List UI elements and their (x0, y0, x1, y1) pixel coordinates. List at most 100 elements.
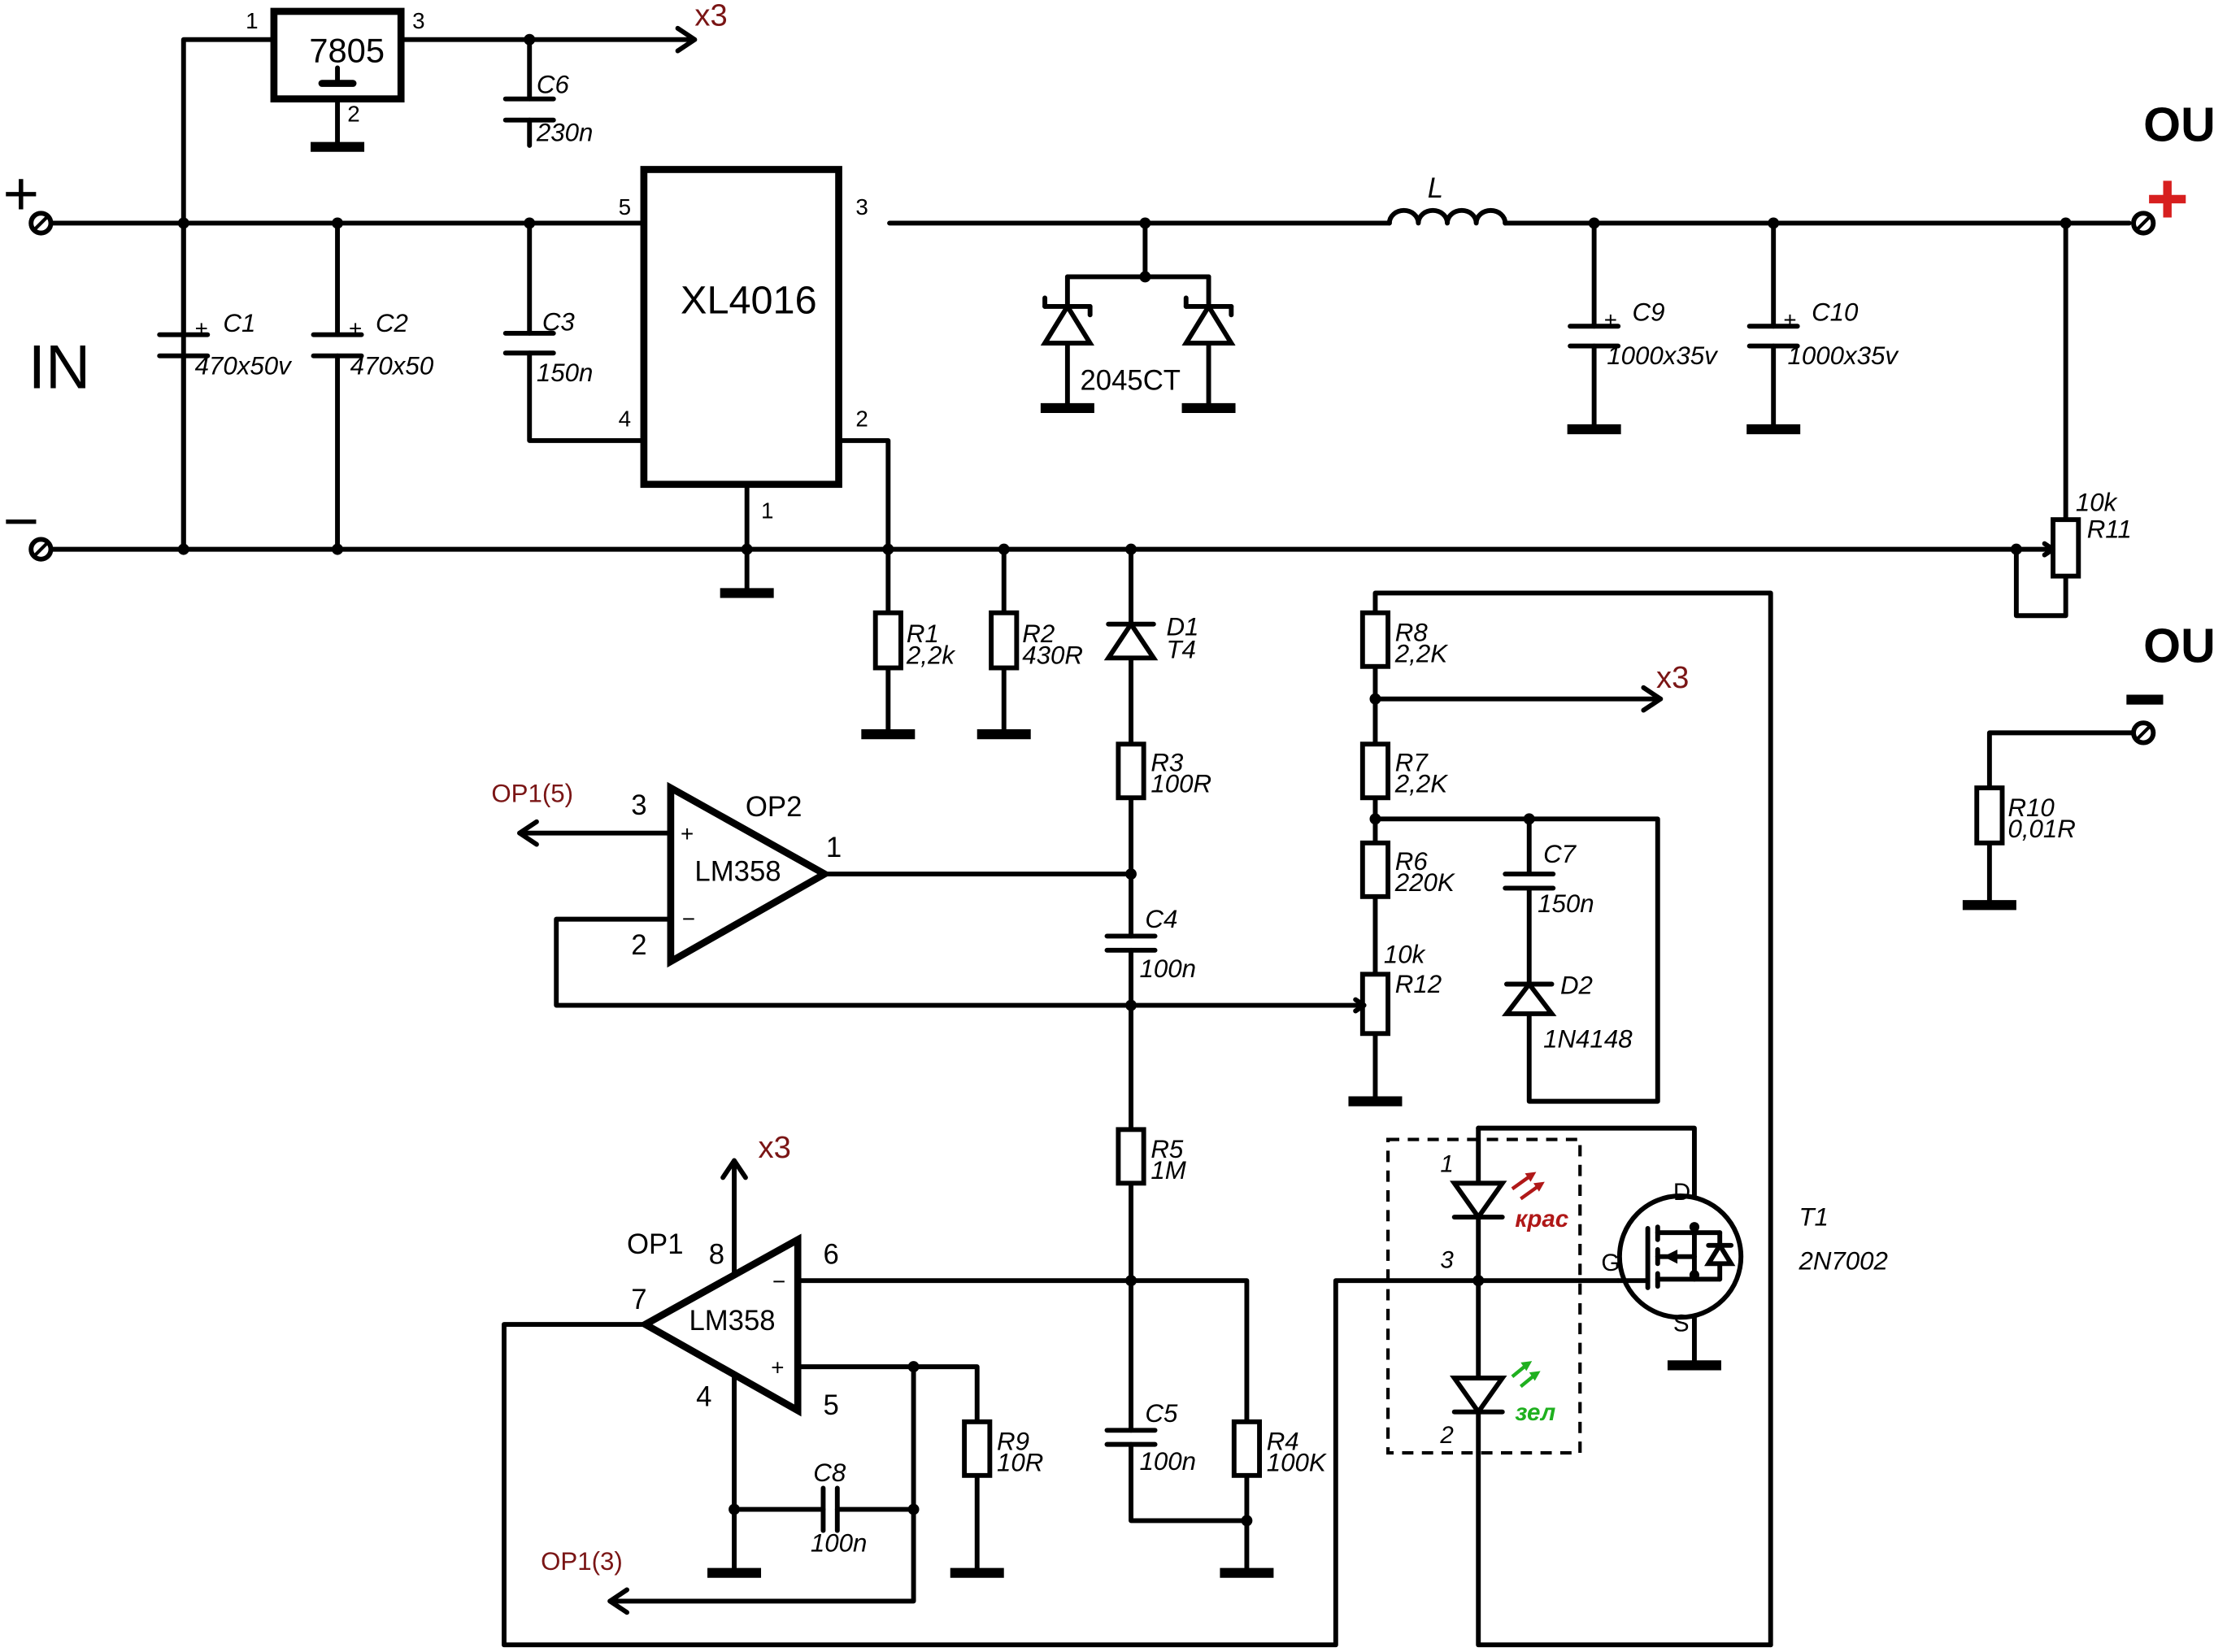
net-x3-op1: x3 (759, 1130, 791, 1165)
opamp-op2: LM358 + − OP2 3 2 1 OP1(5) (491, 779, 842, 968)
op1-part: LM358 (689, 1306, 775, 1337)
r8-value: 2,2K (1394, 640, 1448, 668)
buck-pin4: 4 (619, 406, 631, 432)
r10-ref: R10 (2007, 793, 2055, 822)
t1-source-label: S (1673, 1311, 1690, 1337)
capacitor-c9: + C9 1000x35v (1568, 298, 1719, 370)
capacitor-c5: C5 100n (1104, 1399, 1196, 1476)
op1-name: OP1 (627, 1229, 683, 1260)
r2-ref: R2 (1022, 620, 1055, 648)
wires (48, 25, 2138, 1648)
regulator-pin3: 3 (412, 8, 424, 33)
capacitor-c10: + C10 1000x35v (1746, 298, 1900, 370)
capacitor-c6: C6 230n (502, 71, 593, 147)
opamp-op1: LM358 − + OP1 8 6 7 4 5 OP1(3) (541, 1229, 839, 1576)
resistor-r10: R10 0,01R (1974, 785, 2076, 846)
resistor-r9: R9 10R (962, 1419, 1043, 1478)
r6-ref: R6 (1395, 847, 1429, 876)
net-x3-mid: x3 (1656, 660, 1689, 695)
c9-ref: C9 (1633, 298, 1665, 326)
t1-ref: T1 (1799, 1202, 1828, 1231)
led-green-arrows (1511, 1361, 1541, 1389)
inductor-l: L (1386, 173, 1508, 226)
op2-part: LM358 (694, 857, 781, 888)
regulator-pin2: 2 (347, 101, 359, 126)
d1-ref: D1 (1166, 613, 1198, 641)
led-red-label: крас (1515, 1206, 1568, 1232)
c1-polarity: + (195, 315, 208, 341)
c9-value: 1000x35v (1607, 341, 1719, 370)
r7-ref: R7 (1395, 748, 1429, 776)
resistor-r6: R6 220K (1359, 840, 1455, 899)
capacitor-c4: C4 100n (1104, 905, 1196, 983)
r1-ref: R1 (907, 620, 939, 648)
buck-pin3: 3 (855, 194, 868, 220)
resistor-r1: R1 2,2k (872, 610, 955, 671)
op2-net-in: OP1(5) (491, 779, 573, 807)
output-plus-title: OUT (2143, 98, 2214, 152)
r9-ref: R9 (997, 1428, 1029, 1456)
regulator-pin1: 1 (246, 8, 258, 33)
c2-polarity: + (349, 315, 362, 341)
led-pin2: 2 (1439, 1422, 1453, 1449)
buck-name: XL4016 (681, 279, 817, 323)
op1-net-out: OP1(3) (541, 1547, 623, 1576)
schottky-diode-pair: 2045CT (1040, 295, 1236, 396)
r12-value: 10k (1384, 940, 1426, 968)
c10-polarity: + (1783, 307, 1796, 333)
c9-polarity: + (1604, 307, 1617, 333)
resistor-r2: R2 430R (989, 610, 1083, 671)
r8-ref: R8 (1395, 619, 1429, 647)
op1-pin-gnd: 4 (696, 1382, 711, 1413)
input-minus-sign: − (2, 487, 39, 556)
op2-pin-out: 1 (826, 833, 842, 863)
r4-ref: R4 (1267, 1428, 1299, 1456)
r11-ref: R11 (2087, 515, 2132, 544)
net-x3-top: x3 (694, 0, 727, 33)
output-plus-terminal[interactable] (2131, 180, 2186, 236)
output-minus-title: OUT (2143, 620, 2214, 673)
c3-value: 150n (537, 359, 594, 387)
r3-ref: R3 (1150, 748, 1184, 776)
capacitor-c7: C7 150n (1503, 840, 1594, 918)
potentiometer-r12: 10k R12 (1353, 940, 1442, 1037)
c8-ref: C8 (813, 1459, 846, 1487)
c8-value: 100n (811, 1529, 868, 1558)
capacitor-c1: + C1 470x50v (157, 309, 293, 380)
r10-value: 0,01R (2007, 815, 2075, 843)
diode-d1: D1 T4 (1103, 613, 1198, 663)
buck-pin1: 1 (761, 498, 773, 523)
r1-value: 2,2k (906, 641, 955, 669)
input-plus-terminal[interactable]: + (2, 159, 54, 236)
output-minus-terminal[interactable] (2126, 694, 2164, 746)
r5-ref: R5 (1150, 1135, 1184, 1163)
c4-value: 100n (1139, 954, 1196, 983)
r9-value: 10R (997, 1449, 1043, 1477)
op1-pin-out: 7 (631, 1285, 646, 1315)
regulator-7805: 7805 1 2 3 (246, 7, 425, 126)
t1-value: 2N7002 (1798, 1246, 1887, 1275)
capacitor-c2: + C2 470x50 (311, 309, 434, 380)
ground-symbols (311, 141, 2016, 1578)
buck-pin2: 2 (855, 406, 868, 432)
c2-ref: C2 (376, 309, 408, 337)
c4-ref: C4 (1145, 905, 1177, 933)
op1-pin-plus: 5 (823, 1390, 838, 1421)
led-red-arrows (1511, 1172, 1545, 1201)
inductor-ref: L (1428, 173, 1443, 204)
led-green-label: зел (1515, 1399, 1555, 1426)
out-minus-sign (2126, 694, 2164, 705)
c5-value: 100n (1139, 1447, 1196, 1476)
c10-value: 1000x35v (1788, 341, 1900, 370)
junction-dots (177, 33, 2072, 1527)
r12-ref: R12 (1395, 970, 1442, 998)
c7-ref: C7 (1543, 840, 1577, 868)
input-minus-terminal[interactable]: − (2, 487, 54, 562)
op1-minus: − (772, 1269, 785, 1294)
c5-ref: C5 (1145, 1399, 1178, 1428)
op2-name: OP2 (746, 792, 802, 823)
resistor-r5: R5 1M (1116, 1127, 1187, 1186)
c1-ref: C1 (223, 309, 255, 337)
led-pin3: 3 (1440, 1247, 1454, 1274)
